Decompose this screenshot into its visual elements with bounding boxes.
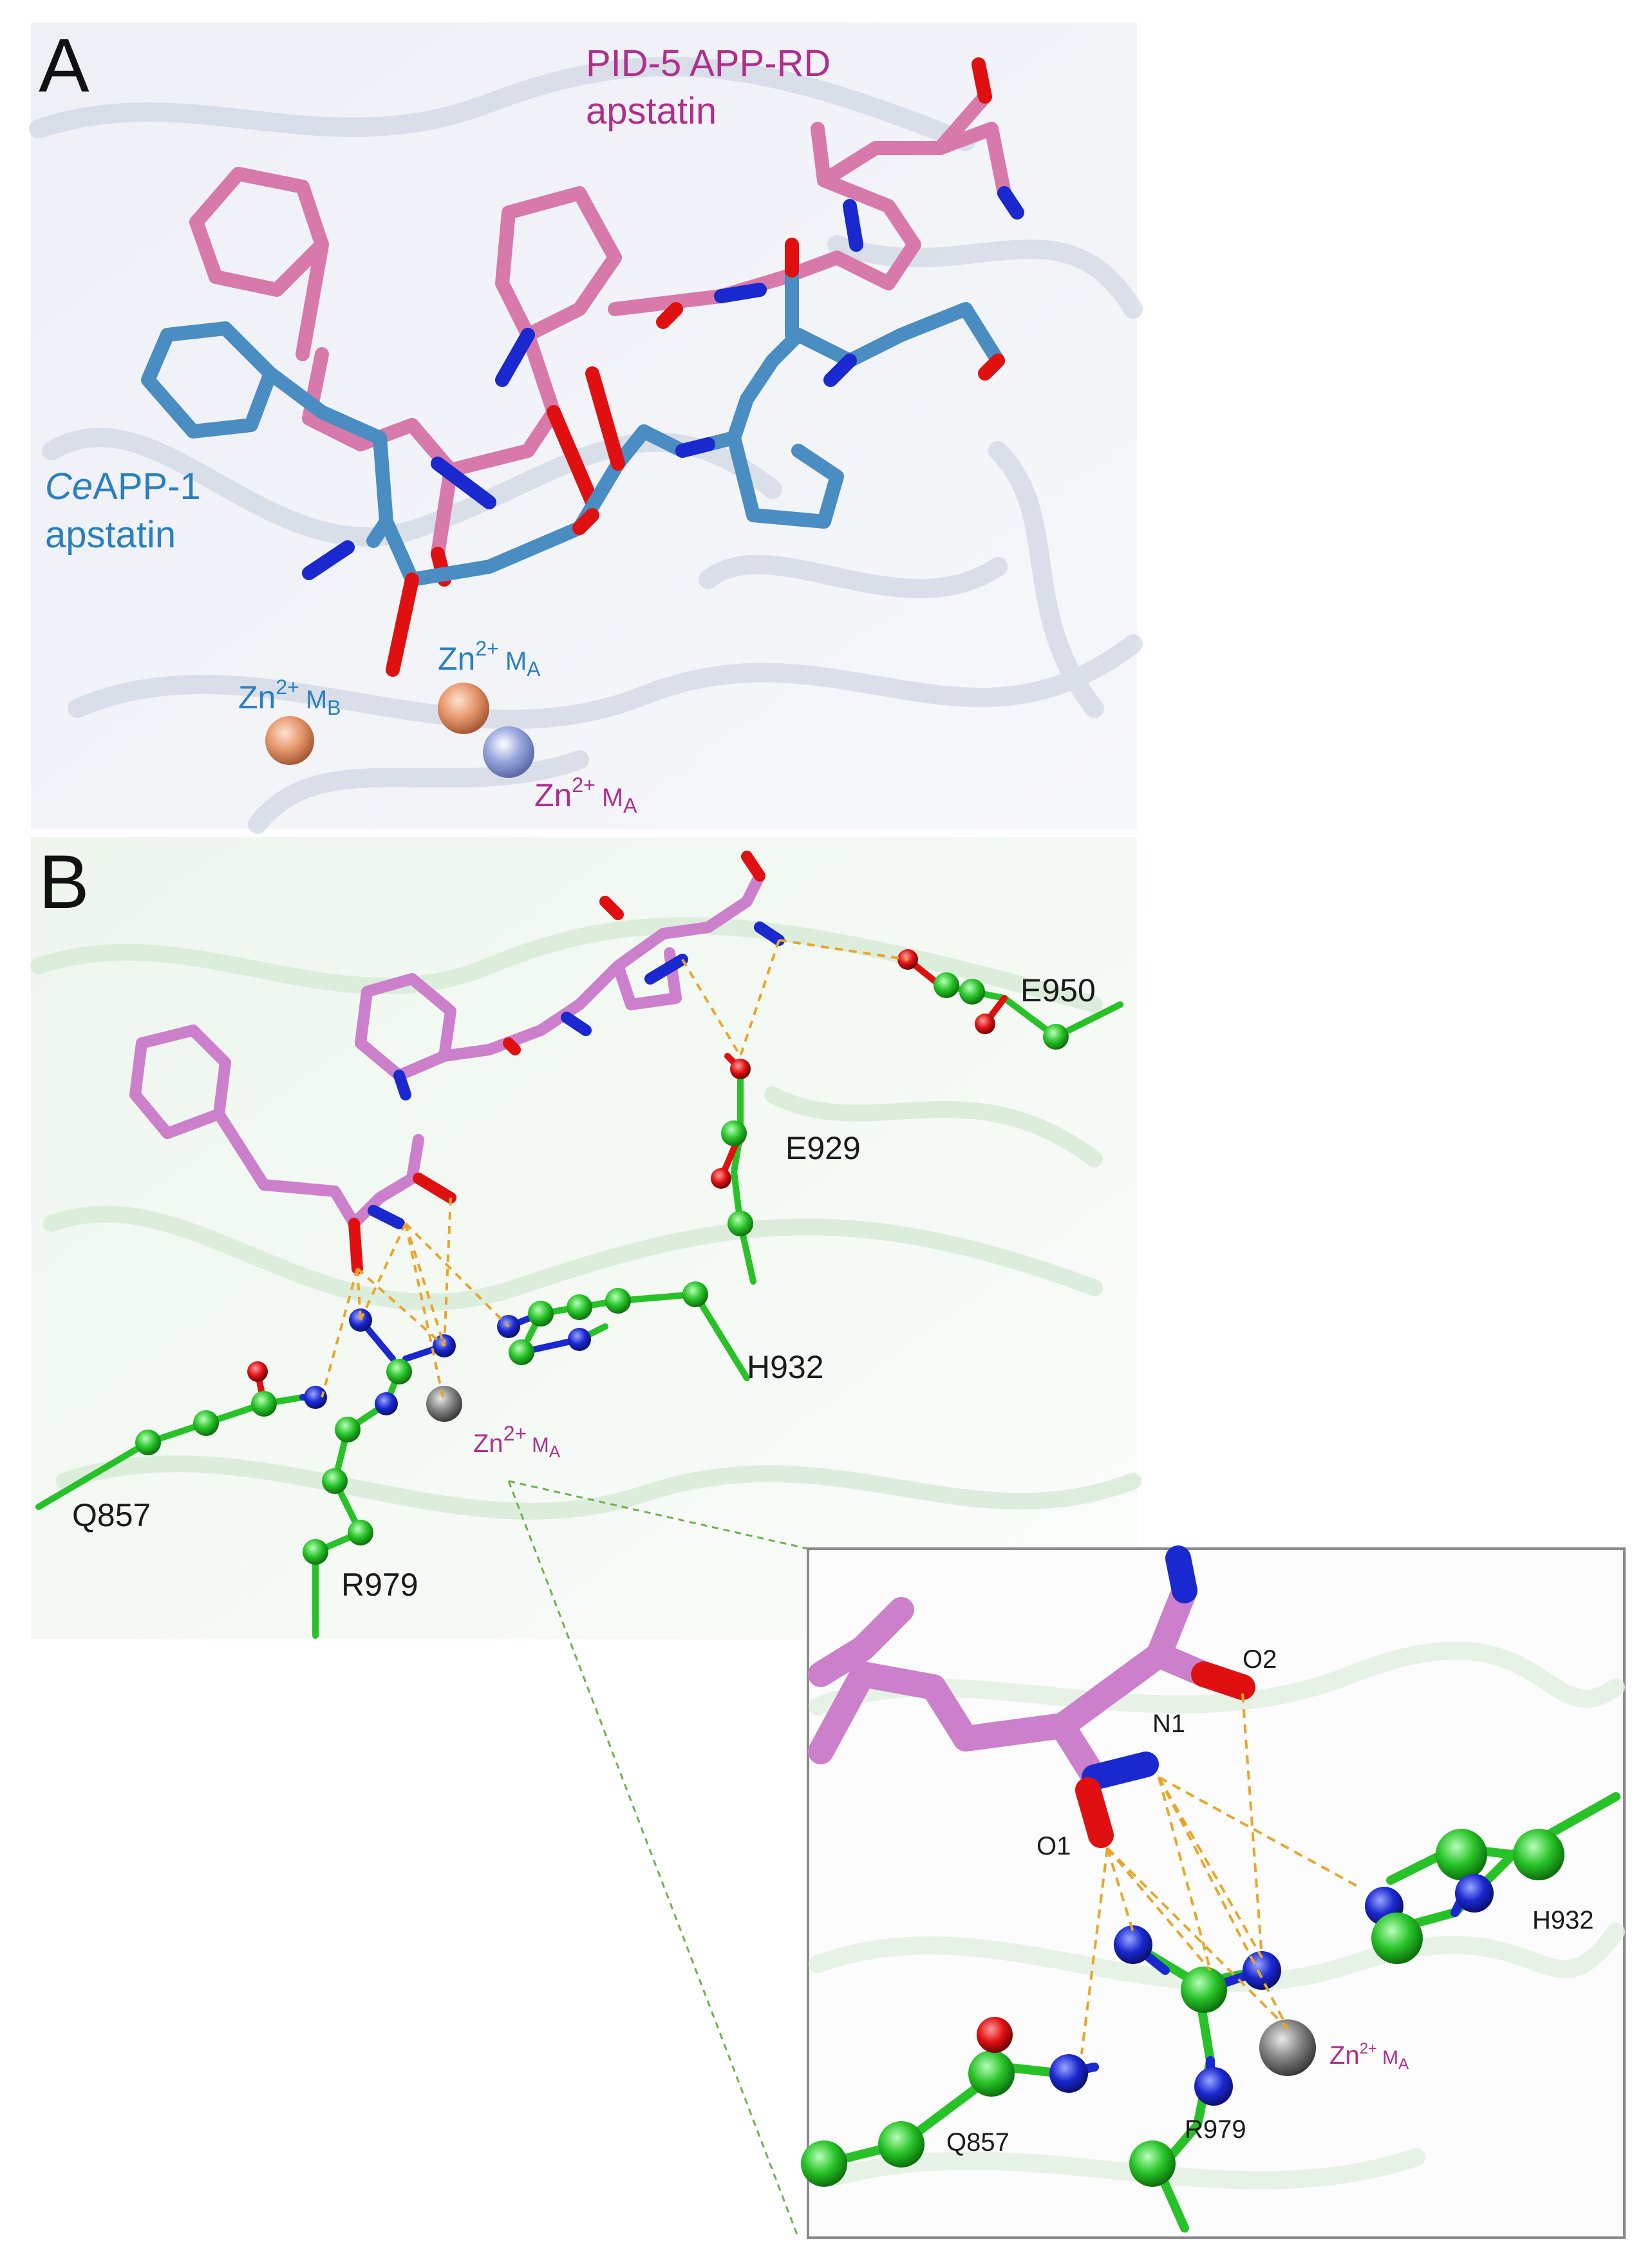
inset-panel: O2 N1 O1 H932 Q857 R979 Zn2+MA — [801, 1545, 1626, 2239]
inset-hbonds — [1080, 1693, 1359, 2055]
residue-r979-label: R979 — [341, 1567, 418, 1603]
ce-app1-apstatin-model — [141, 238, 1005, 677]
atom-o1-label: O1 — [1037, 1832, 1071, 1860]
inset-residue-q857-label: Q857 — [946, 2128, 1009, 2157]
atom-n1-label: N1 — [1152, 1710, 1185, 1738]
panel-a-ribbons — [29, 57, 1143, 834]
panel-a-letter: A — [39, 23, 89, 108]
inset-residues-model — [801, 1792, 1620, 2233]
inset-zinc-ma-label: Zn2+MA — [1329, 2040, 1409, 2073]
residue-h932-label: H932 — [747, 1349, 824, 1385]
panel-b: B E950 E929 H932 Q857 R979 Zn2+MA — [30, 837, 1141, 2238]
zinc-mb-ce-label: Zn2+MB — [238, 675, 341, 719]
panel-a: A PID-5 APP-RD apstatin CeAPP-1 apstatin… — [29, 23, 1143, 834]
pid5-label-line2: apstatin — [586, 90, 717, 132]
zinc-ma-pid5-sphere — [483, 726, 534, 778]
ce-label-line1: CeAPP-1 — [45, 466, 201, 507]
residues-b-model — [35, 949, 1123, 1639]
pid5-label-line1: PID-5 APP-RD — [586, 43, 831, 84]
inset-connector — [507, 1480, 809, 2238]
zinc-ma-ce-sphere — [438, 683, 489, 734]
inset-ligand-model — [808, 1545, 1255, 1848]
inset-residue-h932-label: H932 — [1532, 1906, 1594, 1934]
inset-zinc-sphere — [1259, 2019, 1316, 2076]
zinc-mb-ce-sphere — [265, 716, 314, 765]
residue-e950-label: E950 — [1020, 972, 1096, 1008]
atom-o2-label: O2 — [1243, 1645, 1277, 1674]
inset-residue-r979-label: R979 — [1185, 2115, 1246, 2144]
pid5-apstatin-model — [189, 57, 1024, 587]
zinc-ma-b-label: Zn2+MA — [473, 1422, 561, 1461]
inset-ribbons — [809, 1641, 1625, 2189]
ce-label-line2: apstatin — [45, 514, 176, 556]
zinc-ma-pid5-label: Zn2+MA — [534, 773, 637, 817]
hbonds-b — [321, 939, 908, 1404]
zinc-ma-ce-label: Zn2+MA — [438, 637, 541, 681]
panel-b-letter: B — [39, 840, 89, 925]
panel-b-ribbons — [30, 917, 1141, 1520]
ligand-b-model — [129, 851, 785, 1274]
residue-e929-label: E929 — [785, 1130, 861, 1166]
residue-q857-label: Q857 — [72, 1497, 151, 1533]
